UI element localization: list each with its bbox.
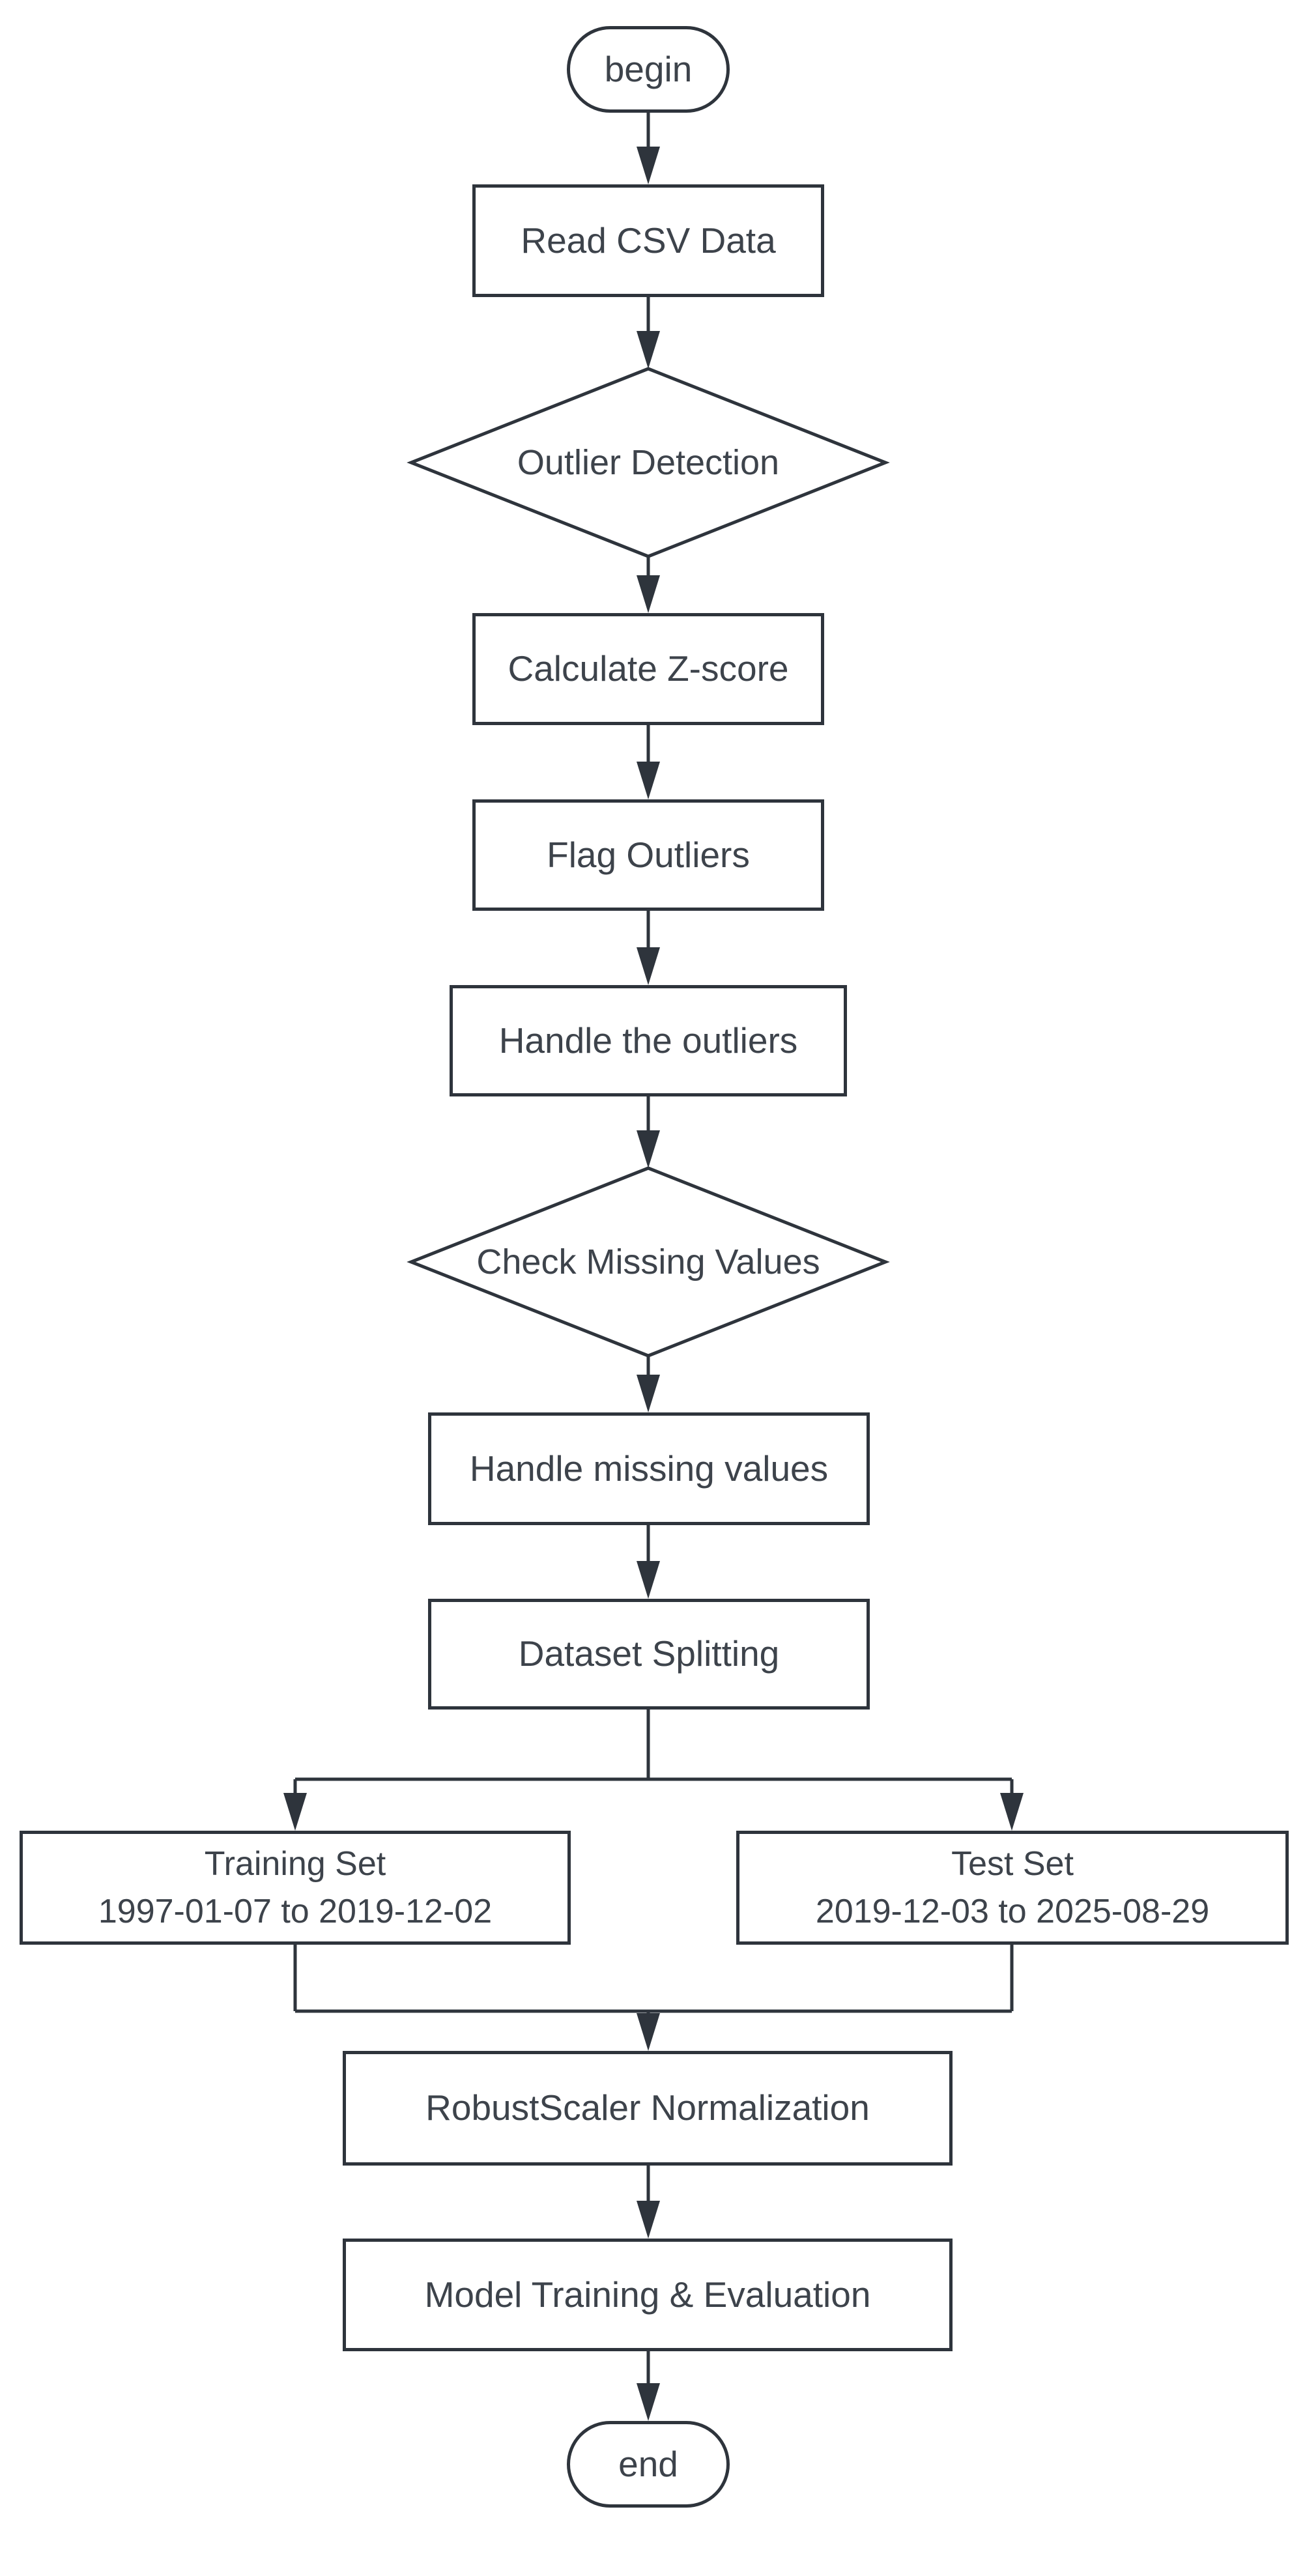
- node-dataset-splitting: Dataset Splitting: [428, 1599, 870, 1710]
- node-robustscaler-normalization-label: RobustScaler Normalization: [425, 2087, 870, 2128]
- arrowhead-training-set: [283, 1793, 307, 1831]
- connector-calculate-zscore-to-flag-outliers: [637, 725, 660, 799]
- arrowhead: [637, 1130, 660, 1168]
- arrowhead: [637, 2383, 660, 2421]
- arrowhead: [637, 575, 660, 613]
- node-model-training-evaluation-label: Model Training & Evaluation: [424, 2274, 871, 2315]
- node-handle-outliers-label: Handle the outliers: [498, 1020, 798, 1061]
- connector-outlier-detection-to-calculate-zscore: [637, 556, 660, 613]
- node-training-set: Training Set 1997-01-07 to 2019-12-02: [20, 1831, 571, 1945]
- node-test-set: Test Set 2019-12-03 to 2025-08-29: [736, 1831, 1289, 1945]
- node-test-set-title: Test Set: [951, 1844, 1074, 1883]
- connector-handle-missing-to-dataset-splitting: [637, 1525, 660, 1599]
- node-end-label: end: [618, 2443, 678, 2484]
- arrowhead: [637, 2201, 660, 2239]
- decision-check-missing-values-label: Check Missing Values: [476, 1242, 820, 1281]
- node-dataset-splitting-label: Dataset Splitting: [518, 1633, 780, 1674]
- decision-check-missing-values-shape: [407, 1166, 890, 1358]
- node-flag-outliers-label: Flag Outliers: [547, 834, 750, 875]
- connector-begin-to-read-csv: [637, 113, 660, 184]
- arrowhead: [637, 762, 660, 799]
- connector-robustscaler-to-model-training: [637, 2166, 660, 2239]
- connector-dataset-splitting-split: [283, 1710, 1024, 1831]
- node-training-set-date-range: 1997-01-07 to 2019-12-02: [98, 1892, 493, 1930]
- arrowhead: [637, 1561, 660, 1599]
- node-flag-outliers: Flag Outliers: [472, 799, 824, 911]
- node-calculate-zscore-label: Calculate Z-score: [508, 648, 789, 689]
- node-model-training-evaluation: Model Training & Evaluation: [343, 2239, 953, 2351]
- arrowhead: [637, 1375, 660, 1412]
- arrowhead: [637, 2013, 660, 2051]
- connector-flag-outliers-to-handle-outliers: [637, 911, 660, 985]
- node-begin-label: begin: [604, 48, 693, 89]
- node-handle-missing-values: Handle missing values: [428, 1412, 870, 1525]
- connector-handle-outliers-to-check-missing: [637, 1096, 660, 1168]
- node-handle-missing-values-label: Handle missing values: [469, 1448, 829, 1489]
- node-test-set-date-range: 2019-12-03 to 2025-08-29: [815, 1892, 1210, 1930]
- arrowhead: [637, 331, 660, 369]
- decision-outlier-detection-label: Outlier Detection: [517, 443, 780, 482]
- node-read-csv: Read CSV Data: [472, 184, 824, 297]
- connector-read-csv-to-outlier-detection: [637, 297, 660, 369]
- node-robustscaler-normalization: RobustScaler Normalization: [343, 2051, 953, 2166]
- decision-outlier-detection-shape: [407, 367, 890, 558]
- arrowhead: [637, 147, 660, 184]
- node-end: end: [567, 2421, 730, 2508]
- node-begin: begin: [567, 26, 730, 113]
- node-training-set-title: Training Set: [204, 1844, 386, 1883]
- arrowhead-test-set: [1000, 1793, 1024, 1831]
- arrowhead: [637, 947, 660, 985]
- connector-model-training-to-end: [637, 2351, 660, 2421]
- node-calculate-zscore: Calculate Z-score: [472, 613, 824, 725]
- connector-check-missing-to-handle-missing: [637, 1356, 660, 1412]
- node-read-csv-label: Read CSV Data: [521, 220, 776, 261]
- connector-merge-to-robustscaler: [293, 1945, 1014, 2051]
- node-handle-outliers: Handle the outliers: [450, 985, 847, 1096]
